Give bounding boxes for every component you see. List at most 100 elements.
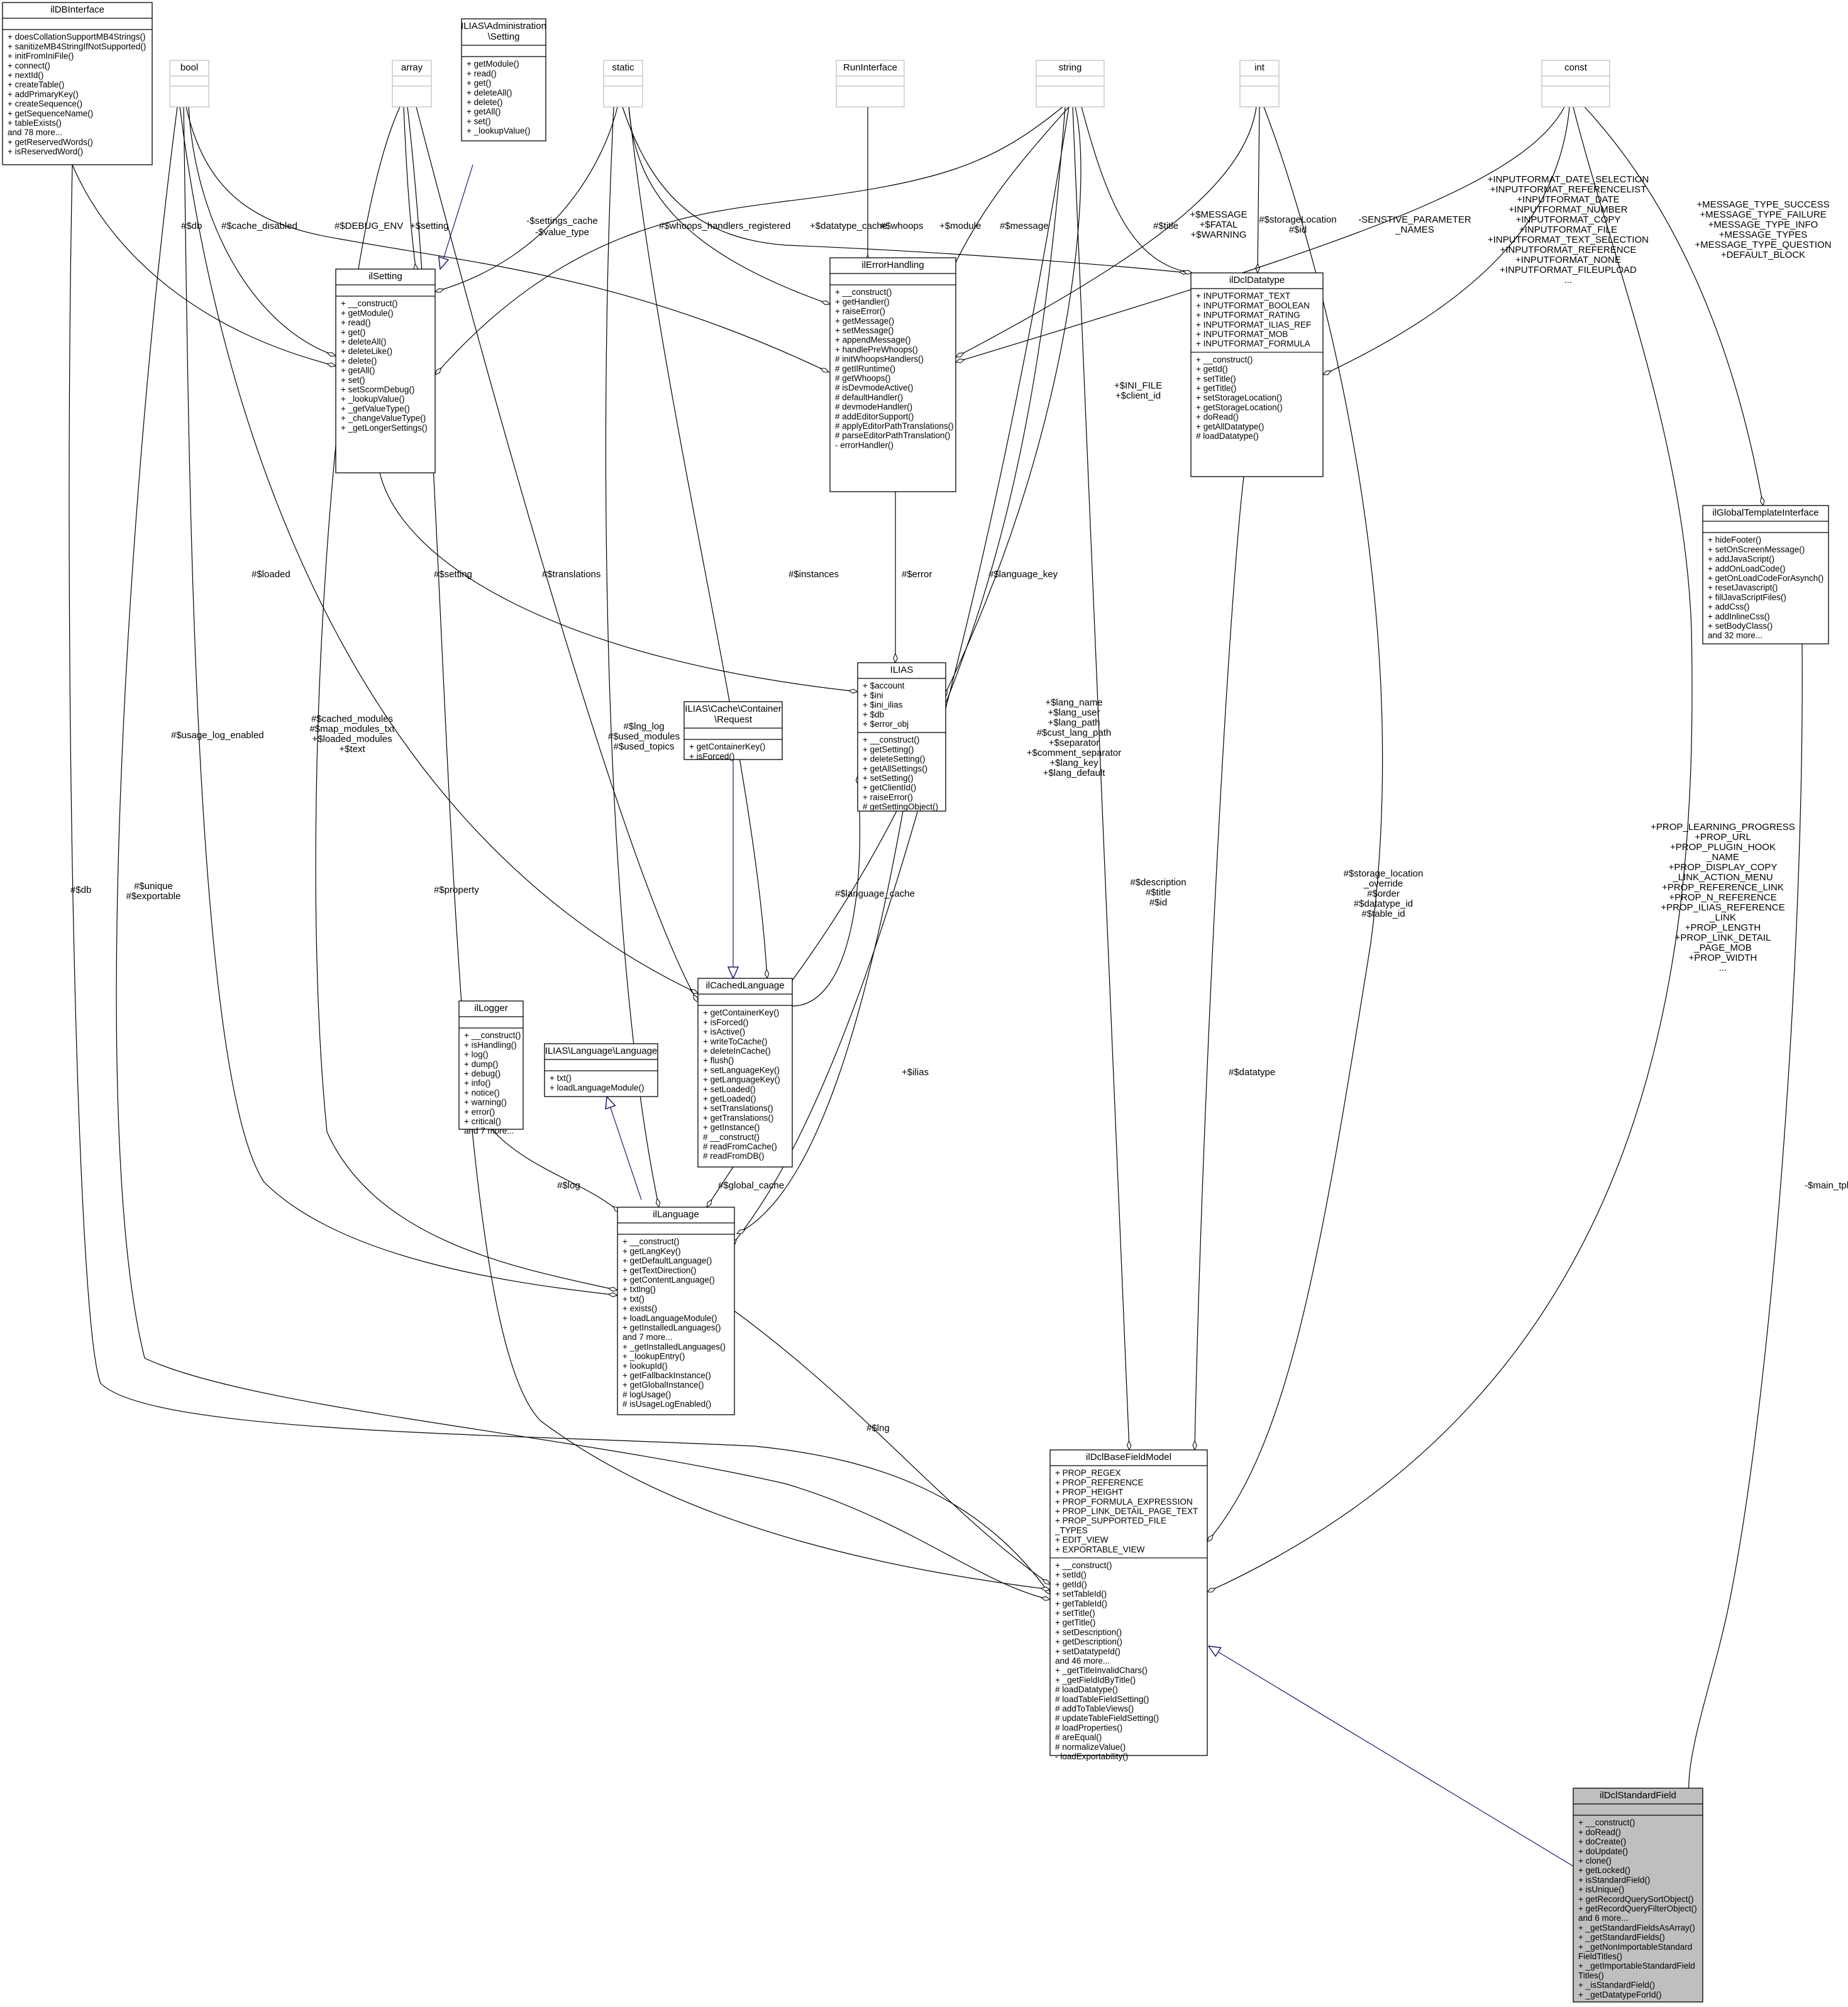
class-method: + tableExists() <box>8 118 62 128</box>
class-box <box>829 257 956 492</box>
class-method: + read() <box>467 69 497 78</box>
class-method: + setLoaded() <box>703 1085 756 1094</box>
edge-module <box>435 106 1063 375</box>
class-method: + getRecordQuerySortObject() <box>1578 1894 1693 1904</box>
class-method: + getLoaded() <box>703 1094 756 1103</box>
class-method: + addPrimaryKey() <box>8 89 79 99</box>
class-method: + getDescription() <box>1055 1637 1122 1647</box>
svg-text:+$comment_separator: +$comment_separator <box>1027 748 1122 758</box>
class-attribute: + PROP_LINK_DETAIL_PAGE_TEXT <box>1055 1507 1198 1516</box>
edge-sensitive <box>956 106 1565 362</box>
class-method: + setTitle() <box>1196 374 1236 384</box>
class-title: const <box>1564 62 1588 73</box>
class-method: + isHandling() <box>464 1040 517 1049</box>
class-method: + setId() <box>1055 1570 1087 1579</box>
label-debug-env: #$DEBUG_ENV <box>335 221 403 231</box>
class-ildcldatatype: ilDclDatatype+ INPUTFORMAT_TEXT+ INPUTFO… <box>1190 272 1324 477</box>
edge-debug-env <box>185 106 829 372</box>
label-lang-fields: +$lang_name +$lang_user +$lang_path #$cu… <box>1027 697 1122 778</box>
label-main-tpl: -$main_tpl <box>1805 1180 1848 1191</box>
class-method: + __construct() <box>1578 1818 1635 1827</box>
class-ilerrorhandling: ilErrorHandling+ __construct()+ getHandl… <box>829 257 956 492</box>
class-method: + read() <box>341 318 371 328</box>
class-method: + txtlng() <box>622 1285 656 1294</box>
class-box <box>169 60 209 108</box>
class-method: + getContainerKey() <box>689 742 765 751</box>
edge-message-types <box>1584 106 1763 506</box>
class-method: + getLangKey() <box>622 1246 681 1256</box>
class-method: + getDefaultLanguage() <box>622 1256 712 1266</box>
class-title: ILIAS <box>890 665 914 675</box>
class-method: # loadTableFieldSetting() <box>1055 1695 1149 1704</box>
edge-usage-log <box>183 106 617 1295</box>
svg-text:#$map_modules_txt: #$map_modules_txt <box>309 724 395 734</box>
class-method: + txt() <box>622 1294 645 1303</box>
svg-text:+MESSAGE_TYPE_QUESTION: +MESSAGE_TYPE_QUESTION <box>1695 240 1831 250</box>
class-method: Titles() <box>1578 1971 1604 1980</box>
class-method: + doRead() <box>1196 412 1239 422</box>
class-box <box>392 60 432 108</box>
label-loaded: #$loaded <box>252 569 290 580</box>
edge-language-cache <box>792 776 860 1007</box>
class-method: + getSetting() <box>863 744 914 754</box>
class-method: + lookupId() <box>622 1361 668 1371</box>
class-method: + addJavaScript() <box>1708 555 1774 564</box>
class-method: + getReservedWords() <box>8 137 93 147</box>
svg-text:+$WARNING: +$WARNING <box>1190 229 1246 240</box>
svg-text:#$cached_modules: #$cached_modules <box>311 714 393 724</box>
class-method: + get() <box>341 328 365 337</box>
class-method: # initWhoopsHandlers() <box>835 355 924 364</box>
label-setting-lang: #$setting <box>434 569 472 580</box>
class-method: + getInstance() <box>703 1123 760 1132</box>
class-method: + getGlobalInstance() <box>622 1380 704 1390</box>
label-error: #$error <box>902 569 932 580</box>
class-method: + raiseError() <box>863 792 913 802</box>
label-message-types: +MESSAGE_TYPE_SUCCESS +MESSAGE_TYPE_FAIL… <box>1695 199 1831 260</box>
class-title: ilDclStandardField <box>1600 1790 1676 1801</box>
edge-message <box>950 106 1070 273</box>
class-method: + __construct() <box>863 735 919 744</box>
svg-text:#$used_topics: #$used_topics <box>614 741 675 752</box>
svg-text:#$table_id: #$table_id <box>1361 909 1405 919</box>
class-method: # updateTableFieldSetting() <box>1055 1713 1159 1723</box>
edge-settings-cache <box>435 106 618 292</box>
label-module: +$module <box>939 221 981 231</box>
svg-text:#$storage_location: #$storage_location <box>1344 868 1424 879</box>
class-method: + getClientId() <box>863 783 916 792</box>
svg-text:_NAME: _NAME <box>1706 852 1739 863</box>
class-title: ilDclBaseFieldModel <box>1086 1452 1171 1462</box>
class-method: + _lookupEntry() <box>622 1352 685 1361</box>
class-method: + setDatatypeId() <box>1055 1647 1120 1656</box>
label-cache-disabled: #$cache_disabled <box>221 221 297 231</box>
class-admin_setting: ILIAS\Administration\Setting+ getModule(… <box>461 18 546 141</box>
class-illanguage: ilLanguage+ __construct()+ getLangKey()+… <box>617 1207 735 1415</box>
class-method: + _getStandardFieldsAsArray() <box>1578 1923 1695 1932</box>
class-method: + setLanguageKey() <box>703 1065 780 1075</box>
class-method: # loadProperties() <box>1055 1723 1122 1732</box>
svg-text:#$used_modules: #$used_modules <box>608 731 680 742</box>
class-method: + getId() <box>1055 1579 1087 1589</box>
class-method: # defaultHandler() <box>835 392 903 402</box>
class-method: # isDevmodeActive() <box>835 383 914 392</box>
class-method: + getTableId() <box>1055 1599 1107 1608</box>
class-method: + _getStandardFields() <box>1578 1933 1665 1942</box>
edge-lang-inherit <box>607 1097 642 1200</box>
class-const: const <box>1541 60 1610 108</box>
svg-text:+PROP_WIDTH: +PROP_WIDTH <box>1689 953 1757 963</box>
class-method: + doUpdate() <box>1578 1847 1628 1856</box>
class-method: + setTableId() <box>1055 1590 1107 1599</box>
class-method: + getTranslations() <box>703 1113 773 1122</box>
class-attribute: + INPUTFORMAT_MOB <box>1196 329 1288 339</box>
svg-text:#$storageLocation: #$storageLocation <box>1259 214 1336 225</box>
label-title: #$title <box>1153 221 1178 231</box>
edge-lng <box>731 1308 1050 1584</box>
svg-text:+PROP_DISPLAY_COPY: +PROP_DISPLAY_COPY <box>1669 862 1778 873</box>
class-method: + setSetting() <box>863 773 914 783</box>
edge-title <box>1081 106 1192 273</box>
class-attribute: _TYPES <box>1054 1525 1088 1535</box>
svg-text:+PROP_N_REFERENCE: +PROP_N_REFERENCE <box>1669 892 1776 903</box>
edge-datatype-cache <box>622 106 1188 273</box>
class-box <box>1573 1788 1703 2003</box>
class-attribute: + $ini_ilias <box>863 700 903 710</box>
svg-text:_PAGE_MOB: _PAGE_MOB <box>1693 943 1751 953</box>
